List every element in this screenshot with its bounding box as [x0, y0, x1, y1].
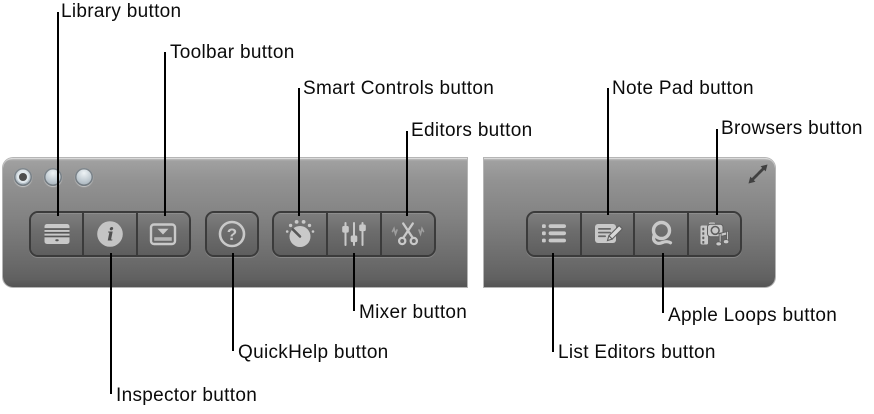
- callout-line-apple-loops: [662, 253, 664, 313]
- scissors-waveform-icon: [391, 222, 425, 246]
- callout-label-browsers: Browsers button: [721, 118, 863, 139]
- apple-loops-button[interactable]: [633, 213, 687, 255]
- callout-label-smart-controls: Smart Controls button: [303, 78, 495, 99]
- smart-controls-button[interactable]: [274, 213, 326, 255]
- library-button[interactable]: [31, 213, 83, 255]
- quickhelp-button[interactable]: ?: [207, 213, 257, 255]
- bullet-list-icon: [541, 224, 566, 243]
- info-circle-icon: i: [97, 221, 123, 247]
- browsers-button[interactable]: [686, 213, 740, 255]
- quickhelp-group: ?: [205, 211, 259, 257]
- callout-label-toolbar: Toolbar button: [170, 42, 295, 63]
- callout-line-note-pad: [607, 88, 609, 215]
- expand-arrows-icon: [748, 164, 768, 184]
- callout-label-mixer: Mixer button: [359, 302, 468, 323]
- callout-line-editors: [406, 131, 408, 216]
- drawer-icon: [44, 224, 70, 244]
- list-editors-button[interactable]: [528, 213, 580, 255]
- callout-line-browsers: [716, 129, 718, 215]
- callout-label-apple-loops: Apple Loops button: [668, 305, 838, 326]
- expand-window-button[interactable]: [744, 160, 772, 188]
- window-control-indicator[interactable]: [14, 168, 32, 186]
- view-buttons-group-right: [526, 211, 742, 257]
- callout-line-mixer: [353, 253, 355, 311]
- svg-text:?: ?: [227, 225, 237, 244]
- svg-text:i: i: [107, 225, 114, 246]
- knob-icon: [285, 220, 315, 247]
- callout-label-note-pad: Note Pad button: [612, 78, 754, 99]
- callout-line-toolbar: [164, 52, 166, 216]
- callout-line-smart-controls: [298, 88, 300, 216]
- media-browser-icon: [700, 222, 730, 247]
- view-buttons-group-left: i: [29, 211, 191, 257]
- callout-label-library: Library button: [61, 1, 182, 22]
- control-bar-right-segment: [484, 158, 775, 287]
- toolbar-button[interactable]: [135, 213, 189, 255]
- notepad-pencil-icon: [595, 224, 623, 243]
- callout-line-quickhelp: [232, 253, 234, 351]
- inspector-button[interactable]: i: [82, 213, 136, 255]
- callout-label-list-editors: List Editors button: [558, 342, 716, 363]
- window-control-button-2[interactable]: [44, 168, 62, 186]
- mixer-button[interactable]: [326, 213, 380, 255]
- question-mark-icon: ?: [218, 220, 246, 248]
- callout-line-library: [57, 12, 59, 216]
- callout-line-list-editors: [552, 253, 554, 352]
- callout-line-inspector: [110, 253, 112, 394]
- loop-icon: [651, 220, 672, 245]
- note-pad-button[interactable]: [579, 213, 633, 255]
- view-buttons-group-middle: [272, 211, 436, 257]
- callout-label-editors: Editors button: [411, 120, 533, 141]
- control-bar-left-segment: i ?: [3, 158, 467, 287]
- window-control-button-3[interactable]: [75, 168, 93, 186]
- editors-button[interactable]: [380, 213, 434, 255]
- faders-icon: [342, 222, 366, 246]
- panel-triangle-icon: [150, 223, 177, 246]
- callout-label-quickhelp: QuickHelp button: [238, 342, 389, 363]
- callout-label-inspector: Inspector button: [116, 385, 258, 406]
